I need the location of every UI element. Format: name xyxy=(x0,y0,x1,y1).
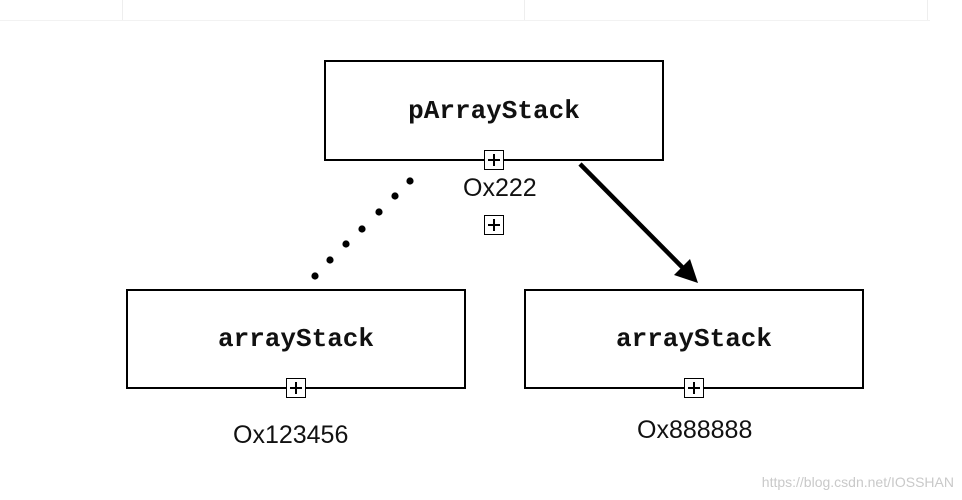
arrow-connector xyxy=(578,162,698,283)
watermark: https://blog.csdn.net/IOSSHAN xyxy=(761,474,954,490)
connection-handle-icon[interactable] xyxy=(684,378,704,398)
grid-line xyxy=(122,0,123,20)
address-label: Ox888888 xyxy=(637,416,753,444)
parraystack-box[interactable]: pArrayStack xyxy=(324,60,664,161)
grid-line xyxy=(0,20,930,21)
grid-line xyxy=(927,0,928,20)
arraystack-box-left[interactable]: arrayStack xyxy=(126,289,466,389)
connection-handle-icon[interactable] xyxy=(286,378,306,398)
arraystack-box-right[interactable]: arrayStack xyxy=(524,289,864,389)
address-label: Ox123456 xyxy=(233,421,349,449)
connection-handle-icon[interactable] xyxy=(484,150,504,170)
connection-handle-icon[interactable] xyxy=(484,215,504,235)
grid-line xyxy=(524,0,525,20)
node-label: pArrayStack xyxy=(408,95,580,126)
address-label: Ox222 xyxy=(463,174,537,202)
node-label: arrayStack xyxy=(615,324,773,354)
dotted-connector xyxy=(311,177,414,280)
node-label: arrayStack xyxy=(217,324,375,354)
